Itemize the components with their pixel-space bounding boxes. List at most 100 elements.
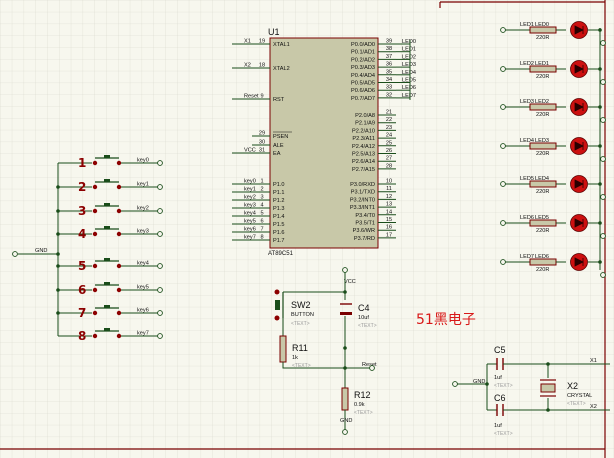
reset-gnd-terminal: [342, 429, 348, 435]
port3-pin-number: 16: [386, 225, 392, 231]
keypad-gnd-label: GND: [35, 248, 47, 254]
reset-circuit: VCCSW2BUTTON<TEXT>C410uf<TEXT>R111k<TEXT…: [274, 267, 377, 435]
mcu-pin-name: P1.3: [273, 206, 285, 212]
port0-pin-name: P0.4/AD4: [351, 73, 375, 79]
c4-value-label: 10uf: [358, 315, 369, 321]
port0-pin-number: 33: [386, 85, 392, 91]
led-resistor-value: 220R: [536, 189, 549, 195]
port2-pin-name: P2.2/A10: [352, 128, 375, 134]
led-terminal: [500, 104, 506, 110]
crystal-type-label: CRYSTAL: [567, 393, 592, 399]
mcu-net-label: key2: [244, 195, 256, 201]
x2-net-label: X2: [590, 404, 597, 410]
mcu-pin-name: XTAL1: [273, 42, 290, 48]
port0-pin-name: P0.1/AD1: [351, 50, 375, 56]
led-terminal: [500, 181, 506, 187]
key-switch-contact-right: [116, 208, 122, 214]
key-number-label: 3: [78, 204, 86, 218]
diode-symbol-icon: [574, 141, 584, 151]
c5-ref-label: C5: [494, 345, 506, 355]
led-terminal: [500, 143, 506, 149]
key-switch-contact-right: [116, 310, 122, 316]
mcu-pin-number: 5: [260, 211, 263, 217]
key-switch-knob: [104, 328, 110, 331]
key-terminal: [157, 263, 163, 269]
mcu-pin-name: ALE: [273, 143, 284, 149]
mcu-pin-number: 29: [259, 131, 265, 137]
led-net-label: LED5: [520, 176, 534, 182]
mcu-pin-number: 1: [260, 179, 263, 185]
led-rail-junction: [598, 260, 602, 264]
led-rail-terminal: [600, 79, 606, 85]
sw2-contact-bottom: [274, 315, 280, 321]
mcu-pin-number: 19: [259, 39, 265, 45]
led-rail-terminal: [600, 156, 606, 162]
key-number-label: 1: [78, 156, 86, 170]
led-resistor-net: LED5: [535, 215, 549, 221]
r12-text-placeholder: <TEXT>: [354, 410, 373, 416]
port2-pin-name: P2.4/A12: [352, 144, 375, 150]
key-junction: [56, 311, 60, 315]
port0-net-label: LED3: [402, 62, 416, 68]
led-resistor-net: LED0: [535, 22, 549, 28]
mcu-at89c51[interactable]: U1AT89C51XTAL119X1XTAL218X2RST9ResetPSEN…: [232, 27, 416, 257]
mcu-net-label: Reset: [244, 94, 259, 100]
key-switch-contact-right: [116, 231, 122, 237]
key-terminal: [157, 184, 163, 190]
port3-pin-number: 12: [386, 194, 392, 200]
mcu-pin-number: 9: [260, 94, 263, 100]
port0-net-label: LED2: [402, 54, 416, 60]
key-switch-knob: [104, 203, 110, 206]
port0-pin-name: P0.2/AD2: [351, 57, 375, 63]
c6-value-label: 1uf: [494, 423, 502, 429]
port3-pin-name: P3.0/RXD: [350, 182, 375, 188]
c4-plate-bottom: [340, 312, 352, 315]
key-switch-knob: [104, 282, 110, 285]
mcu-net-label: key7: [244, 235, 256, 241]
port2-pin-number: 28: [386, 163, 392, 169]
led-net-label: LED7: [520, 254, 534, 260]
mcu-pin-number: 3: [260, 195, 263, 201]
mcu-net-label: key3: [244, 203, 256, 209]
mcu-pin-name: P1.6: [273, 230, 285, 236]
led-section: LED1220RLED0LED2220RLED1LED3220RLED2LED4…: [500, 21, 606, 278]
led-resistor-net: LED2: [535, 99, 549, 105]
port0-pin-number: 39: [386, 39, 392, 45]
led-rail-junction: [598, 105, 602, 109]
port2-pin-name: P2.5/A13: [352, 152, 375, 158]
port0-pin-number: 38: [386, 46, 392, 52]
reset-bottom-wire: [282, 362, 370, 369]
mcu-net-label: VCC: [244, 148, 256, 154]
port2-pin-number: 22: [386, 117, 392, 123]
mcu-pin-number: 8: [260, 235, 263, 241]
reset-gnd-label: GND: [340, 418, 352, 424]
port0-pin-name: P0.5/AD5: [351, 81, 375, 87]
r11-ref-label: R11: [292, 343, 308, 353]
key-net-label: key3: [137, 229, 149, 235]
key-switch-contact-right: [116, 263, 122, 269]
mcu-body[interactable]: [269, 37, 379, 249]
led-net-label: LED6: [520, 215, 534, 221]
port0-net-label: LED1: [402, 47, 416, 53]
crystal-ref-label: X2: [567, 381, 578, 391]
port0-net-label: LED0: [402, 39, 416, 45]
key-switch-knob: [104, 258, 110, 261]
mcu-pin-name: P1.7: [273, 238, 285, 244]
port0-pin-number: 34: [386, 77, 392, 83]
key-switch-knob: [104, 179, 110, 182]
key-switch-contact-left: [92, 287, 98, 293]
key-terminal: [157, 287, 163, 293]
port3-pin-name: P3.1/TXD: [351, 190, 375, 196]
mcu-net-label: key1: [244, 187, 256, 193]
key-junction: [56, 232, 60, 236]
port2-pin-name: P2.7/A15: [352, 167, 375, 173]
key-switch-contact-right: [116, 184, 122, 190]
mcu-pin-number: 30: [259, 140, 265, 146]
led-rail-terminal: [600, 272, 606, 278]
mcu-pin-name: EA: [273, 151, 281, 157]
clock-gnd-junction: [485, 382, 489, 386]
key-switch-contact-left: [92, 160, 98, 166]
mcu-pin-name: P1.2: [273, 198, 285, 204]
port2-pin-number: 25: [386, 140, 392, 146]
